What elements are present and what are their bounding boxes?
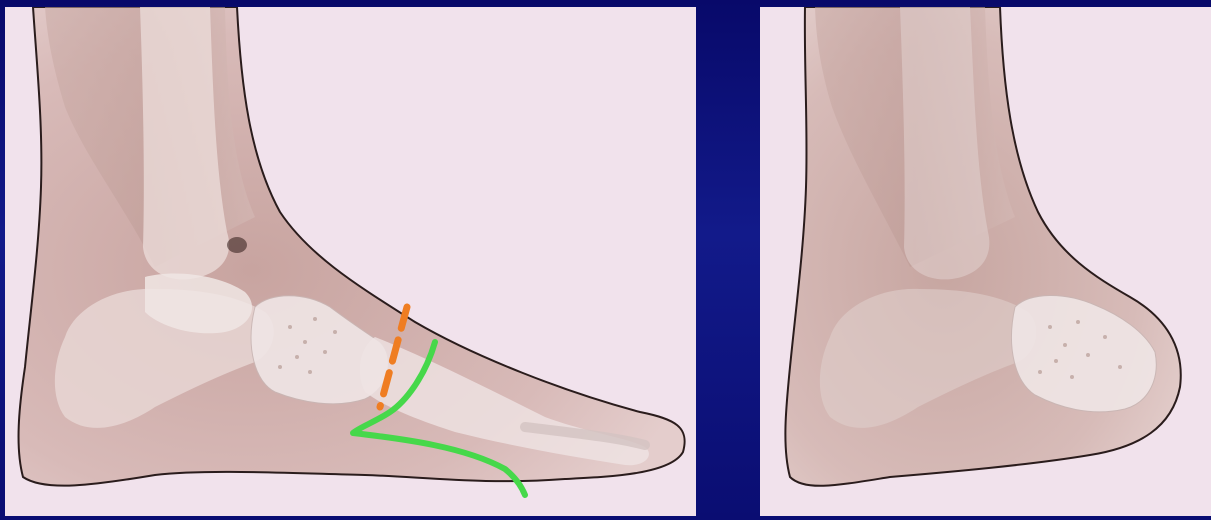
left-panel-foot-with-markings bbox=[5, 7, 696, 516]
right-panel-amputated-foot bbox=[760, 7, 1211, 516]
right-foot-illustration bbox=[760, 7, 1211, 516]
left-foot-illustration bbox=[5, 7, 696, 516]
